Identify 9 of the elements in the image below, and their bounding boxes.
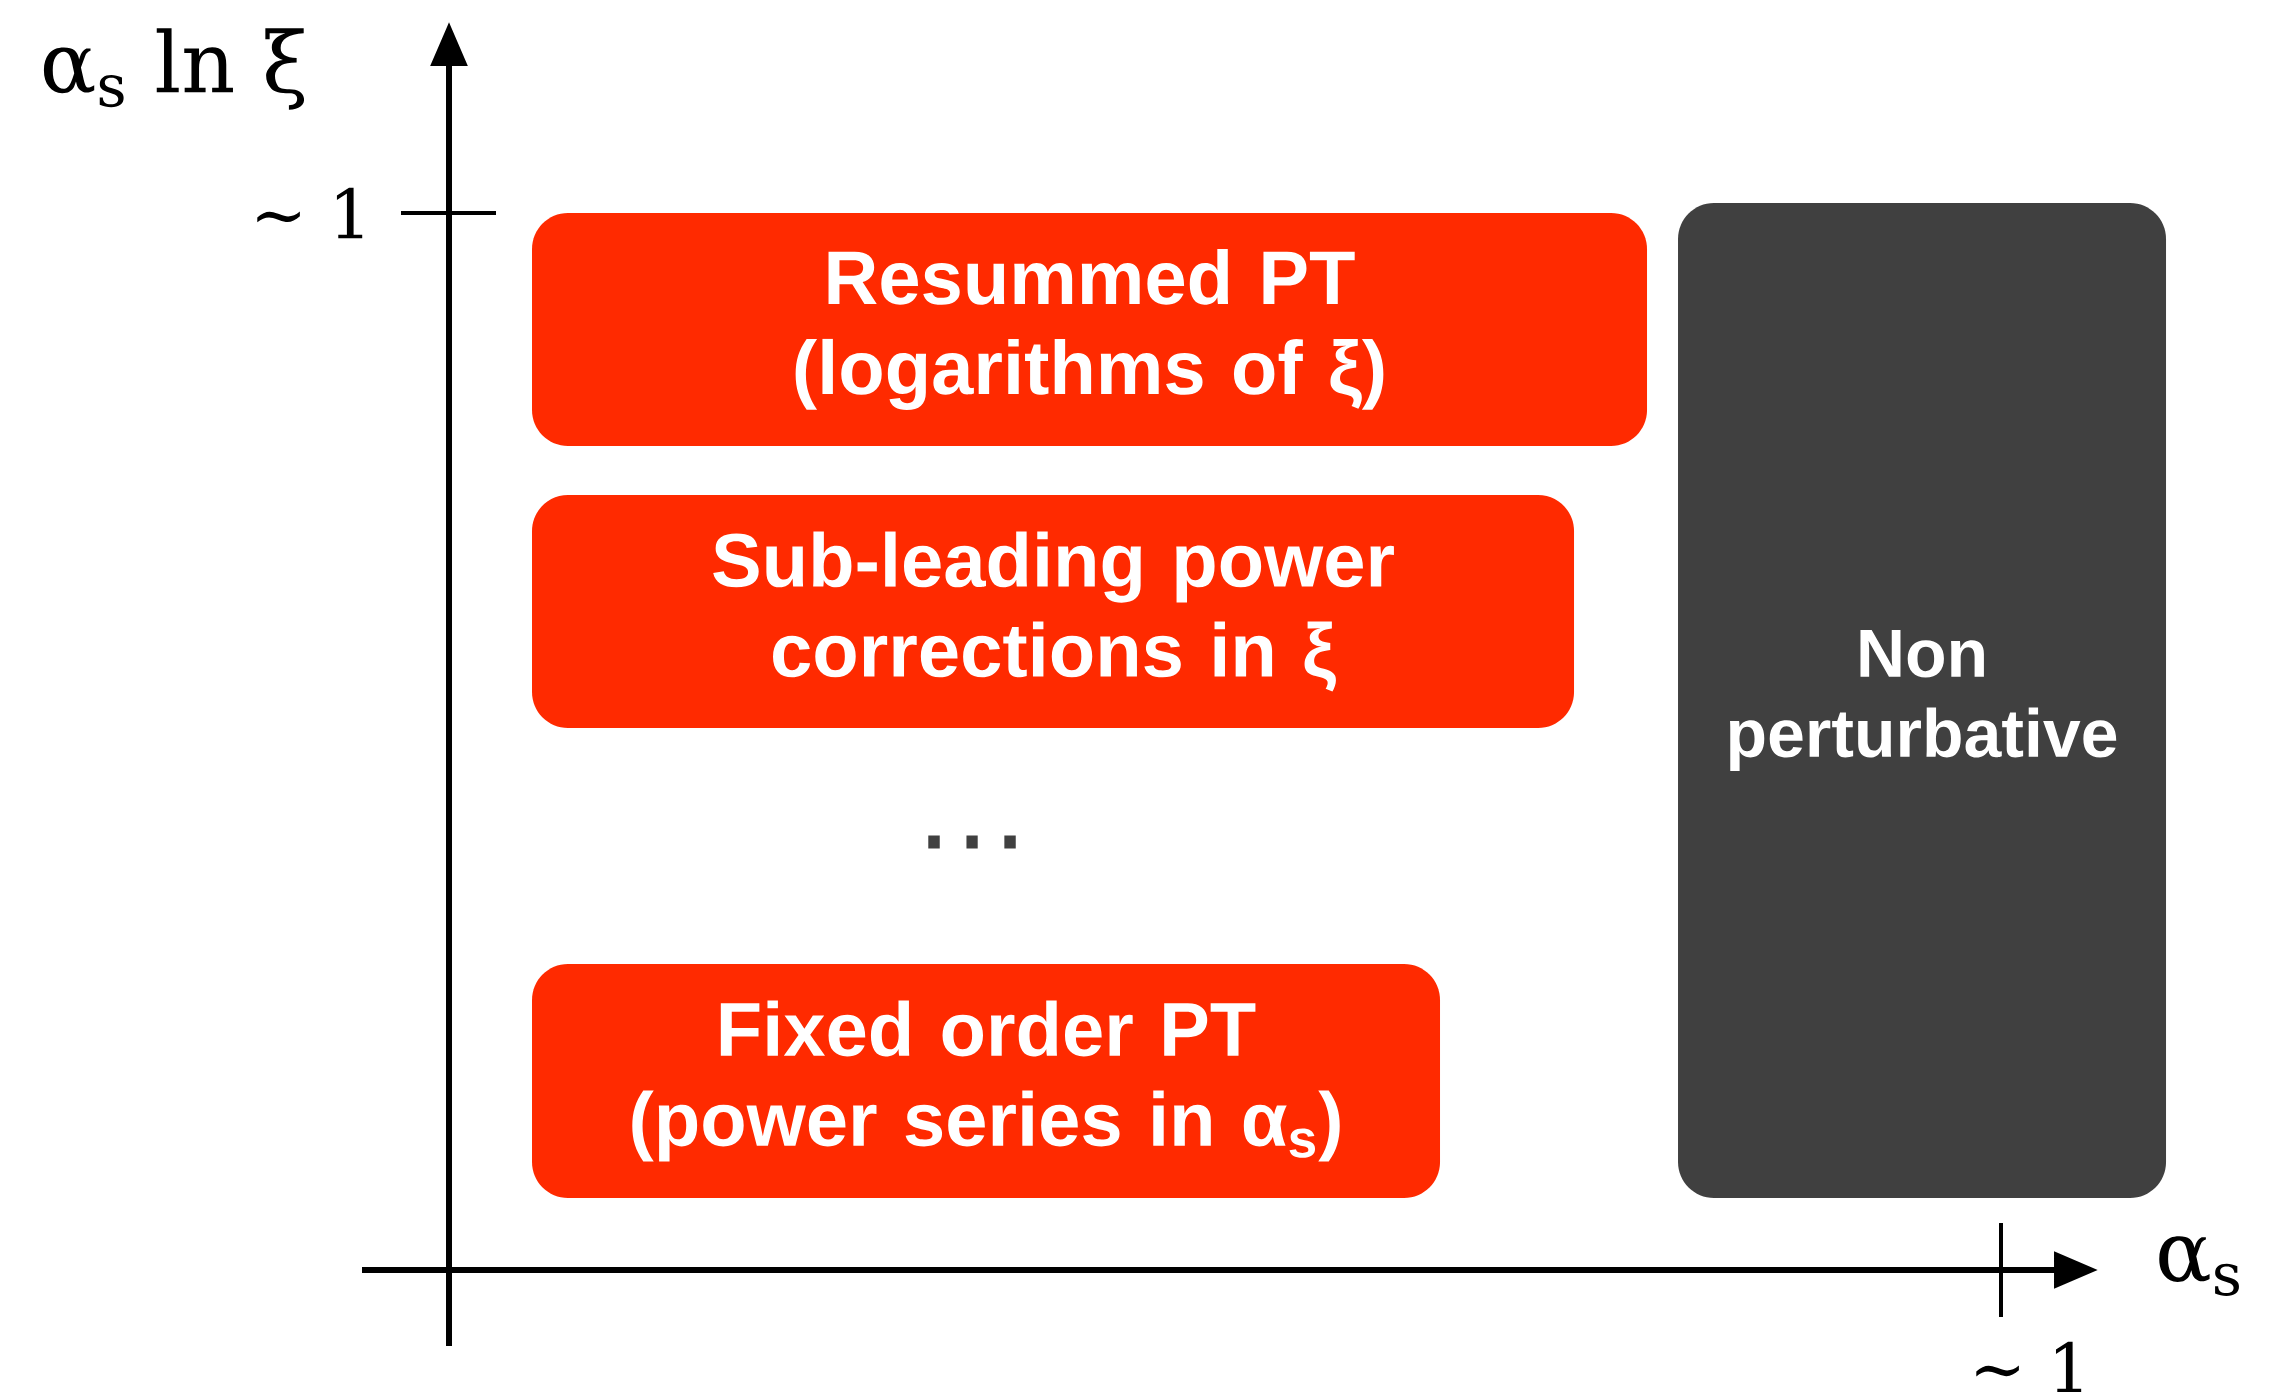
axis-label: α$_{s}$ ln ξ bbox=[43, 28, 305, 110]
tick-label: ∼ 1 bbox=[257, 187, 363, 239]
region-box: Sub-leading power corrections in ξ bbox=[532, 495, 1574, 728]
region-box: Non perturbative bbox=[1678, 203, 2167, 1198]
tick-label: ∼ 1 bbox=[1976, 1341, 2082, 1392]
ellipsis: … bbox=[928, 835, 1016, 849]
region-box: Resummed PT (logarithms of ξ) bbox=[532, 213, 1647, 446]
region-box: Fixed order PT (power series in α$_{s}$) bbox=[532, 964, 1440, 1198]
axis-label: α$_{s}$ bbox=[2159, 1236, 2239, 1296]
